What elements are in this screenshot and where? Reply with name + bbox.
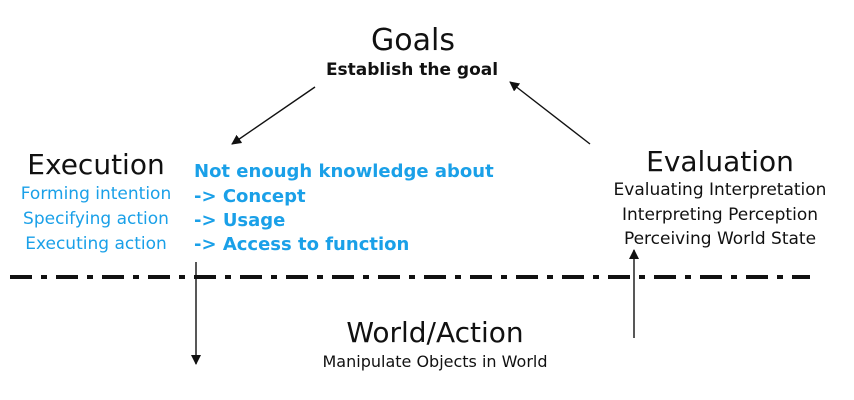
evaluation-step-interpreting: Interpreting Perception bbox=[621, 205, 819, 225]
evaluation-to-goal-arrow bbox=[509, 81, 591, 145]
goals-title: Goals bbox=[371, 23, 455, 58]
evaluation-step-evaluating: Evaluating Interpretation bbox=[613, 180, 827, 200]
knowledge-heading: Not enough knowledge about bbox=[194, 161, 494, 182]
world-subtitle: Manipulate Objects in World bbox=[322, 352, 548, 371]
execution-step-specifying: Specifying action bbox=[23, 209, 169, 229]
knowledge-item-concept: -> Concept bbox=[194, 186, 306, 207]
evaluation-step-perceiving: Perceiving World State bbox=[623, 229, 817, 249]
goals-subtitle: Establish the goal bbox=[325, 60, 499, 80]
evaluation-title: Evaluation bbox=[646, 145, 794, 178]
goal-to-execution-arrow bbox=[231, 86, 316, 145]
knowledge-item-usage: -> Usage bbox=[194, 210, 286, 231]
world-title: World/Action bbox=[346, 316, 524, 349]
knowledge-item-access: -> Access to function bbox=[194, 234, 410, 255]
execution-step-executing: Executing action bbox=[25, 234, 167, 254]
execution-step-forming: Forming intention bbox=[20, 184, 172, 204]
execution-title: Execution bbox=[27, 148, 165, 181]
